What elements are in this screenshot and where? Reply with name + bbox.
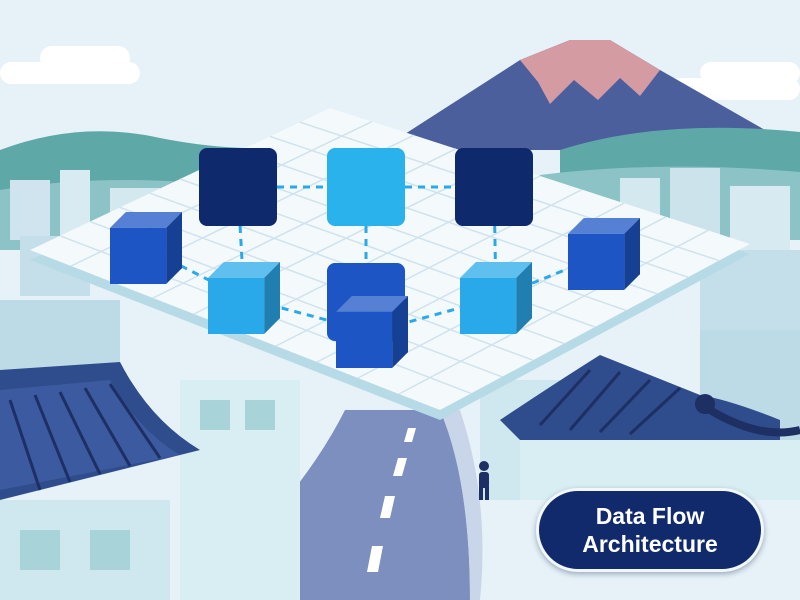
node-n4 xyxy=(110,212,182,284)
mountain-icon xyxy=(380,40,800,150)
title-line-2: Architecture xyxy=(582,531,718,557)
node-n3 xyxy=(455,148,533,226)
node-n5 xyxy=(208,262,280,334)
node-n7 xyxy=(460,262,532,334)
clouds xyxy=(0,46,800,100)
person-icon xyxy=(479,461,489,500)
roof-icon xyxy=(0,355,800,600)
node-n6 xyxy=(336,296,408,368)
data-nodes xyxy=(110,148,640,368)
node-n2 xyxy=(327,148,405,226)
node-n1 xyxy=(199,148,277,226)
node-n8 xyxy=(568,218,640,290)
title-badge: Data Flow Architecture xyxy=(536,488,764,572)
title-line-1: Data Flow xyxy=(595,503,705,529)
